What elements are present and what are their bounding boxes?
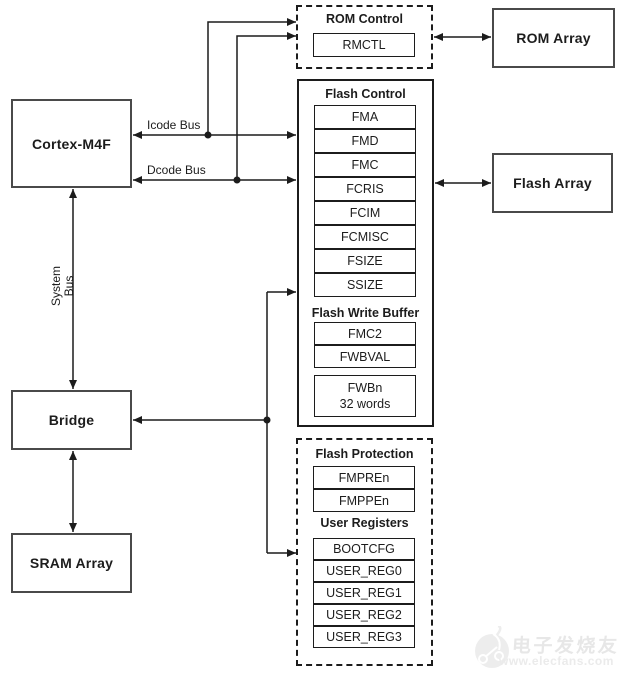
flash-array-label: Flash Array — [513, 175, 592, 191]
system-bus-label: System Bus — [49, 256, 76, 316]
register-fcim: FCIM — [314, 201, 416, 225]
register-rmctl: RMCTL — [313, 33, 415, 57]
register-fmpren: FMPREn — [313, 466, 415, 489]
register-fwbval: FWBVAL — [314, 345, 416, 368]
flash-protection-title: Flash Protection — [315, 447, 414, 461]
register-fmc2: FMC2 — [314, 322, 416, 345]
register-fcmisc: FCMISC — [314, 225, 416, 249]
rom-control-title: ROM Control — [325, 12, 404, 26]
user-registers: BOOTCFG USER_REG0 USER_REG1 USER_REG2 US… — [313, 538, 415, 648]
register-fcris: FCRIS — [314, 177, 416, 201]
flash-control-group: Flash Control FMA FMD FMC FCRIS FCIM FCM… — [297, 79, 434, 427]
register-bootcfg: BOOTCFG — [313, 538, 415, 560]
system-bus-label-line2: Bus — [62, 275, 76, 297]
register-user-reg3: USER_REG3 — [313, 626, 415, 648]
register-fmd: FMD — [314, 129, 416, 153]
dcode-bus-label: Dcode Bus — [147, 163, 206, 177]
bridge-label: Bridge — [48, 412, 95, 428]
icode-bus-label: Icode Bus — [147, 118, 201, 132]
register-fmppen: FMPPEn — [313, 489, 415, 512]
flash-control-registers: FMA FMD FMC FCRIS FCIM FCMISC FSIZE SSIZ… — [314, 105, 416, 297]
bridge-box: Bridge — [11, 390, 132, 450]
register-fma: FMA — [314, 105, 416, 129]
flash-protection-group: Flash Protection FMPREn FMPPEn User Regi… — [296, 438, 433, 666]
flash-array-box: Flash Array — [492, 153, 613, 213]
icode-to-rom-control-link — [207, 18, 296, 135]
register-ssize: SSIZE — [314, 273, 416, 297]
flash-write-buffer-title: Flash Write Buffer — [311, 306, 420, 320]
flash-control-title: Flash Control — [325, 87, 406, 101]
register-fmc: FMC — [314, 153, 416, 177]
register-user-reg2: USER_REG2 — [313, 604, 415, 626]
watermark-logo-icon — [475, 626, 509, 668]
junction-dot-system — [263, 416, 271, 424]
rom-array-label: ROM Array — [516, 30, 591, 46]
rom-array-box: ROM Array — [492, 8, 615, 68]
flash-protection-registers: FMPREn FMPPEn — [313, 466, 415, 512]
fwbn-size: 32 words — [339, 397, 391, 411]
register-user-reg0: USER_REG0 — [313, 560, 415, 582]
user-registers-title: User Registers — [320, 516, 409, 530]
flash-write-buffer-registers: FMC2 FWBVAL — [314, 322, 416, 368]
junction-dot-icode — [204, 131, 212, 139]
register-fwbn: FWBn 32 words — [314, 375, 416, 417]
rom-control-registers: RMCTL — [313, 33, 415, 57]
cortex-m4f-box: Cortex-M4F — [11, 99, 132, 188]
register-user-reg1: USER_REG1 — [313, 582, 415, 604]
fwbn-name: FWBn — [347, 381, 383, 395]
junction-dot-dcode — [233, 176, 241, 184]
dcode-to-rom-control-link — [236, 32, 296, 180]
register-fsize: FSIZE — [314, 249, 416, 273]
watermark-url: www.elecfans.com — [499, 654, 614, 668]
sram-array-label: SRAM Array — [29, 555, 114, 571]
cortex-m4f-label: Cortex-M4F — [31, 135, 111, 152]
sram-array-box: SRAM Array — [11, 533, 132, 593]
rom-control-group: ROM Control RMCTL — [296, 5, 433, 69]
